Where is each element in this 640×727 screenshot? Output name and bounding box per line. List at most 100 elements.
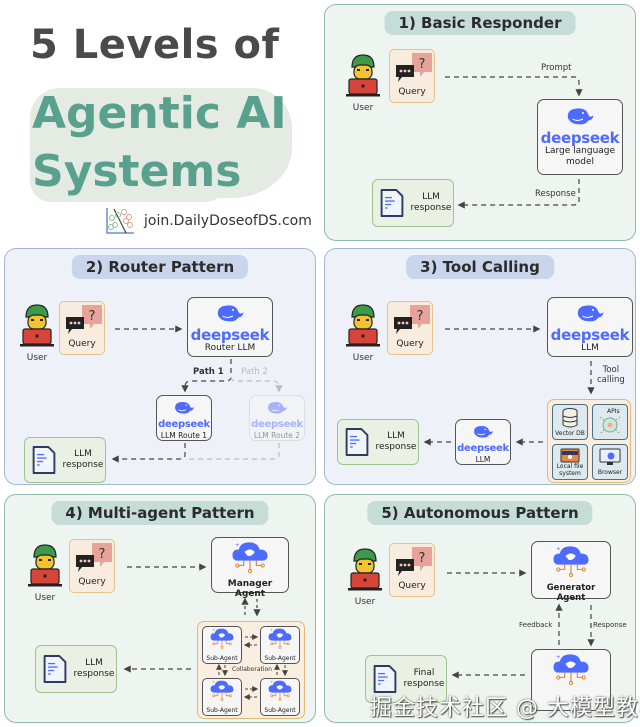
tool-browser: Browser [592, 444, 628, 480]
deepseek-whale-icon [575, 303, 605, 323]
edge-label-tool-calling: Tool calling [597, 365, 625, 385]
edge-label-tool-calling-line-2: calling [597, 375, 625, 385]
response-node: LLM response [24, 437, 106, 483]
llm-route-2-node: deepseek LLM Route 2 [249, 395, 305, 441]
watermark: 掘金技术社区 @ 大模型教程 [370, 696, 640, 721]
llm-label: LLM [581, 343, 599, 353]
edge-label-response: Response [535, 189, 576, 199]
response-label-line-2: response [73, 669, 115, 679]
deepseek-logo: deepseek [158, 419, 210, 430]
response-node: LLM response [35, 645, 117, 693]
sub-agents-group: Sub-Agent Sub-Agent Sub-Agent Sub-Agent … [197, 621, 305, 719]
user-label: User [26, 353, 48, 363]
query-chat-icon [388, 302, 434, 336]
response-label: Final response [402, 668, 446, 690]
sub-agent-label: Sub-Agent [264, 655, 296, 662]
manager-agent-label: Manager Agent [227, 579, 273, 599]
edge-label-feedback: Feedback [519, 621, 553, 629]
query-label: Query [398, 581, 426, 591]
title-line-1: 5 Levels of [30, 22, 280, 68]
deepseek-whale-icon [266, 400, 288, 415]
user-node: User [17, 303, 57, 363]
sub-agent-node: Sub-Agent [202, 678, 242, 716]
agent-cloud-icon [209, 627, 235, 650]
title-block: 5 Levels of Agentic AI Systems join.Dail… [0, 0, 320, 245]
document-icon [42, 654, 68, 684]
scatter-logo-icon [106, 208, 134, 234]
tool-apis: APIs [592, 404, 628, 440]
user-icon [343, 53, 383, 97]
agent-cloud-icon [209, 679, 235, 702]
llm-route-1-node: deepseek LLM Route 1 [156, 395, 212, 441]
arrow-route-1-to-response [111, 443, 186, 463]
response-node: Final response [365, 655, 447, 703]
arrow-query-to-llm [445, 76, 583, 97]
deepseek-whale-icon [215, 303, 245, 323]
panel-title: 3) Tool Calling [406, 255, 554, 279]
document-icon [379, 188, 405, 218]
response-label-line-1: LLM [85, 658, 103, 668]
deepseek-logo: deepseek [251, 419, 303, 430]
tool-label: Local file system [556, 463, 584, 477]
llm-label-line-1: Large language [544, 146, 616, 156]
document-icon [31, 445, 57, 475]
response-label-line-2: response [62, 460, 104, 470]
agent-cloud-icon [267, 627, 293, 650]
response-label-line-1: Final [413, 668, 435, 678]
response-label: LLM response [61, 449, 105, 471]
response-label-line-2: response [375, 442, 417, 452]
tool-label: Vector DB [555, 430, 585, 437]
response-label: LLM response [72, 658, 116, 680]
document-icon [344, 427, 370, 457]
sub-agent-label: Sub-Agent [264, 707, 296, 714]
query-node: Query [59, 301, 105, 355]
agent-cloud-icon [267, 679, 293, 702]
tool-label: APIs [607, 408, 620, 415]
response-node: LLM response [372, 179, 454, 227]
deepseek-logo: deepseek [190, 326, 270, 344]
deepseek-logo: deepseek [540, 129, 620, 147]
query-label: Query [396, 339, 424, 349]
user-label: User [352, 353, 374, 363]
response-label: LLM response [374, 431, 418, 453]
sub-agent-label: Sub-Agent [206, 707, 238, 714]
query-node: Query [389, 49, 435, 103]
edge-label-tool-calling-line-1: Tool [602, 365, 620, 375]
llm-route-1-label: LLM Route 1 [160, 431, 208, 440]
query-chat-icon [390, 50, 436, 84]
query-chat-icon [60, 302, 106, 336]
edge-label-prompt: Prompt [541, 63, 572, 73]
title-line-3: Systems [32, 146, 242, 197]
deepseek-whale-icon [173, 400, 195, 415]
generator-agent-label: Generator Agent [546, 583, 596, 603]
database-icon [562, 408, 578, 428]
tools-group: Vector DB APIs Local file system Browser [547, 399, 631, 483]
source-link-text[interactable]: join.DailyDoseofDS.com [144, 213, 312, 229]
manager-agent-node: Manager Agent [211, 537, 289, 599]
query-label: Query [398, 87, 426, 97]
arrow-route-2-to-response [187, 443, 280, 460]
user-node: User [343, 303, 383, 363]
sub-agent-label: Sub-Agent [206, 655, 238, 662]
router-llm-label: Router LLM [204, 343, 256, 353]
source-link[interactable]: join.DailyDoseofDS.com [104, 206, 312, 236]
llm-2-label: LLM [475, 455, 491, 464]
user-label: User [34, 593, 56, 603]
deepseek-logo: deepseek [550, 326, 630, 344]
panel-autonomous-pattern: 5) Autonomous Pattern User Query Generat… [324, 494, 636, 723]
router-llm-node: deepseek Router LLM [187, 297, 273, 357]
edge-label-path-1: Path 1 [193, 367, 224, 377]
user-label: User [352, 103, 374, 113]
api-icon [599, 416, 621, 434]
folder-icon [560, 448, 580, 463]
panel-router-pattern: 2) Router Pattern User Query deepseek Ro… [4, 248, 316, 485]
user-icon [17, 303, 57, 347]
title-highlight [30, 150, 230, 202]
user-node: User [345, 547, 385, 607]
llm-node: deepseek LLM [547, 297, 633, 357]
panel-title: 2) Router Pattern [71, 255, 249, 279]
tool-vector-db: Vector DB [552, 404, 588, 440]
panel-title: 1) Basic Responder [384, 11, 576, 35]
browser-icon [599, 448, 621, 465]
query-label: Query [68, 339, 96, 349]
